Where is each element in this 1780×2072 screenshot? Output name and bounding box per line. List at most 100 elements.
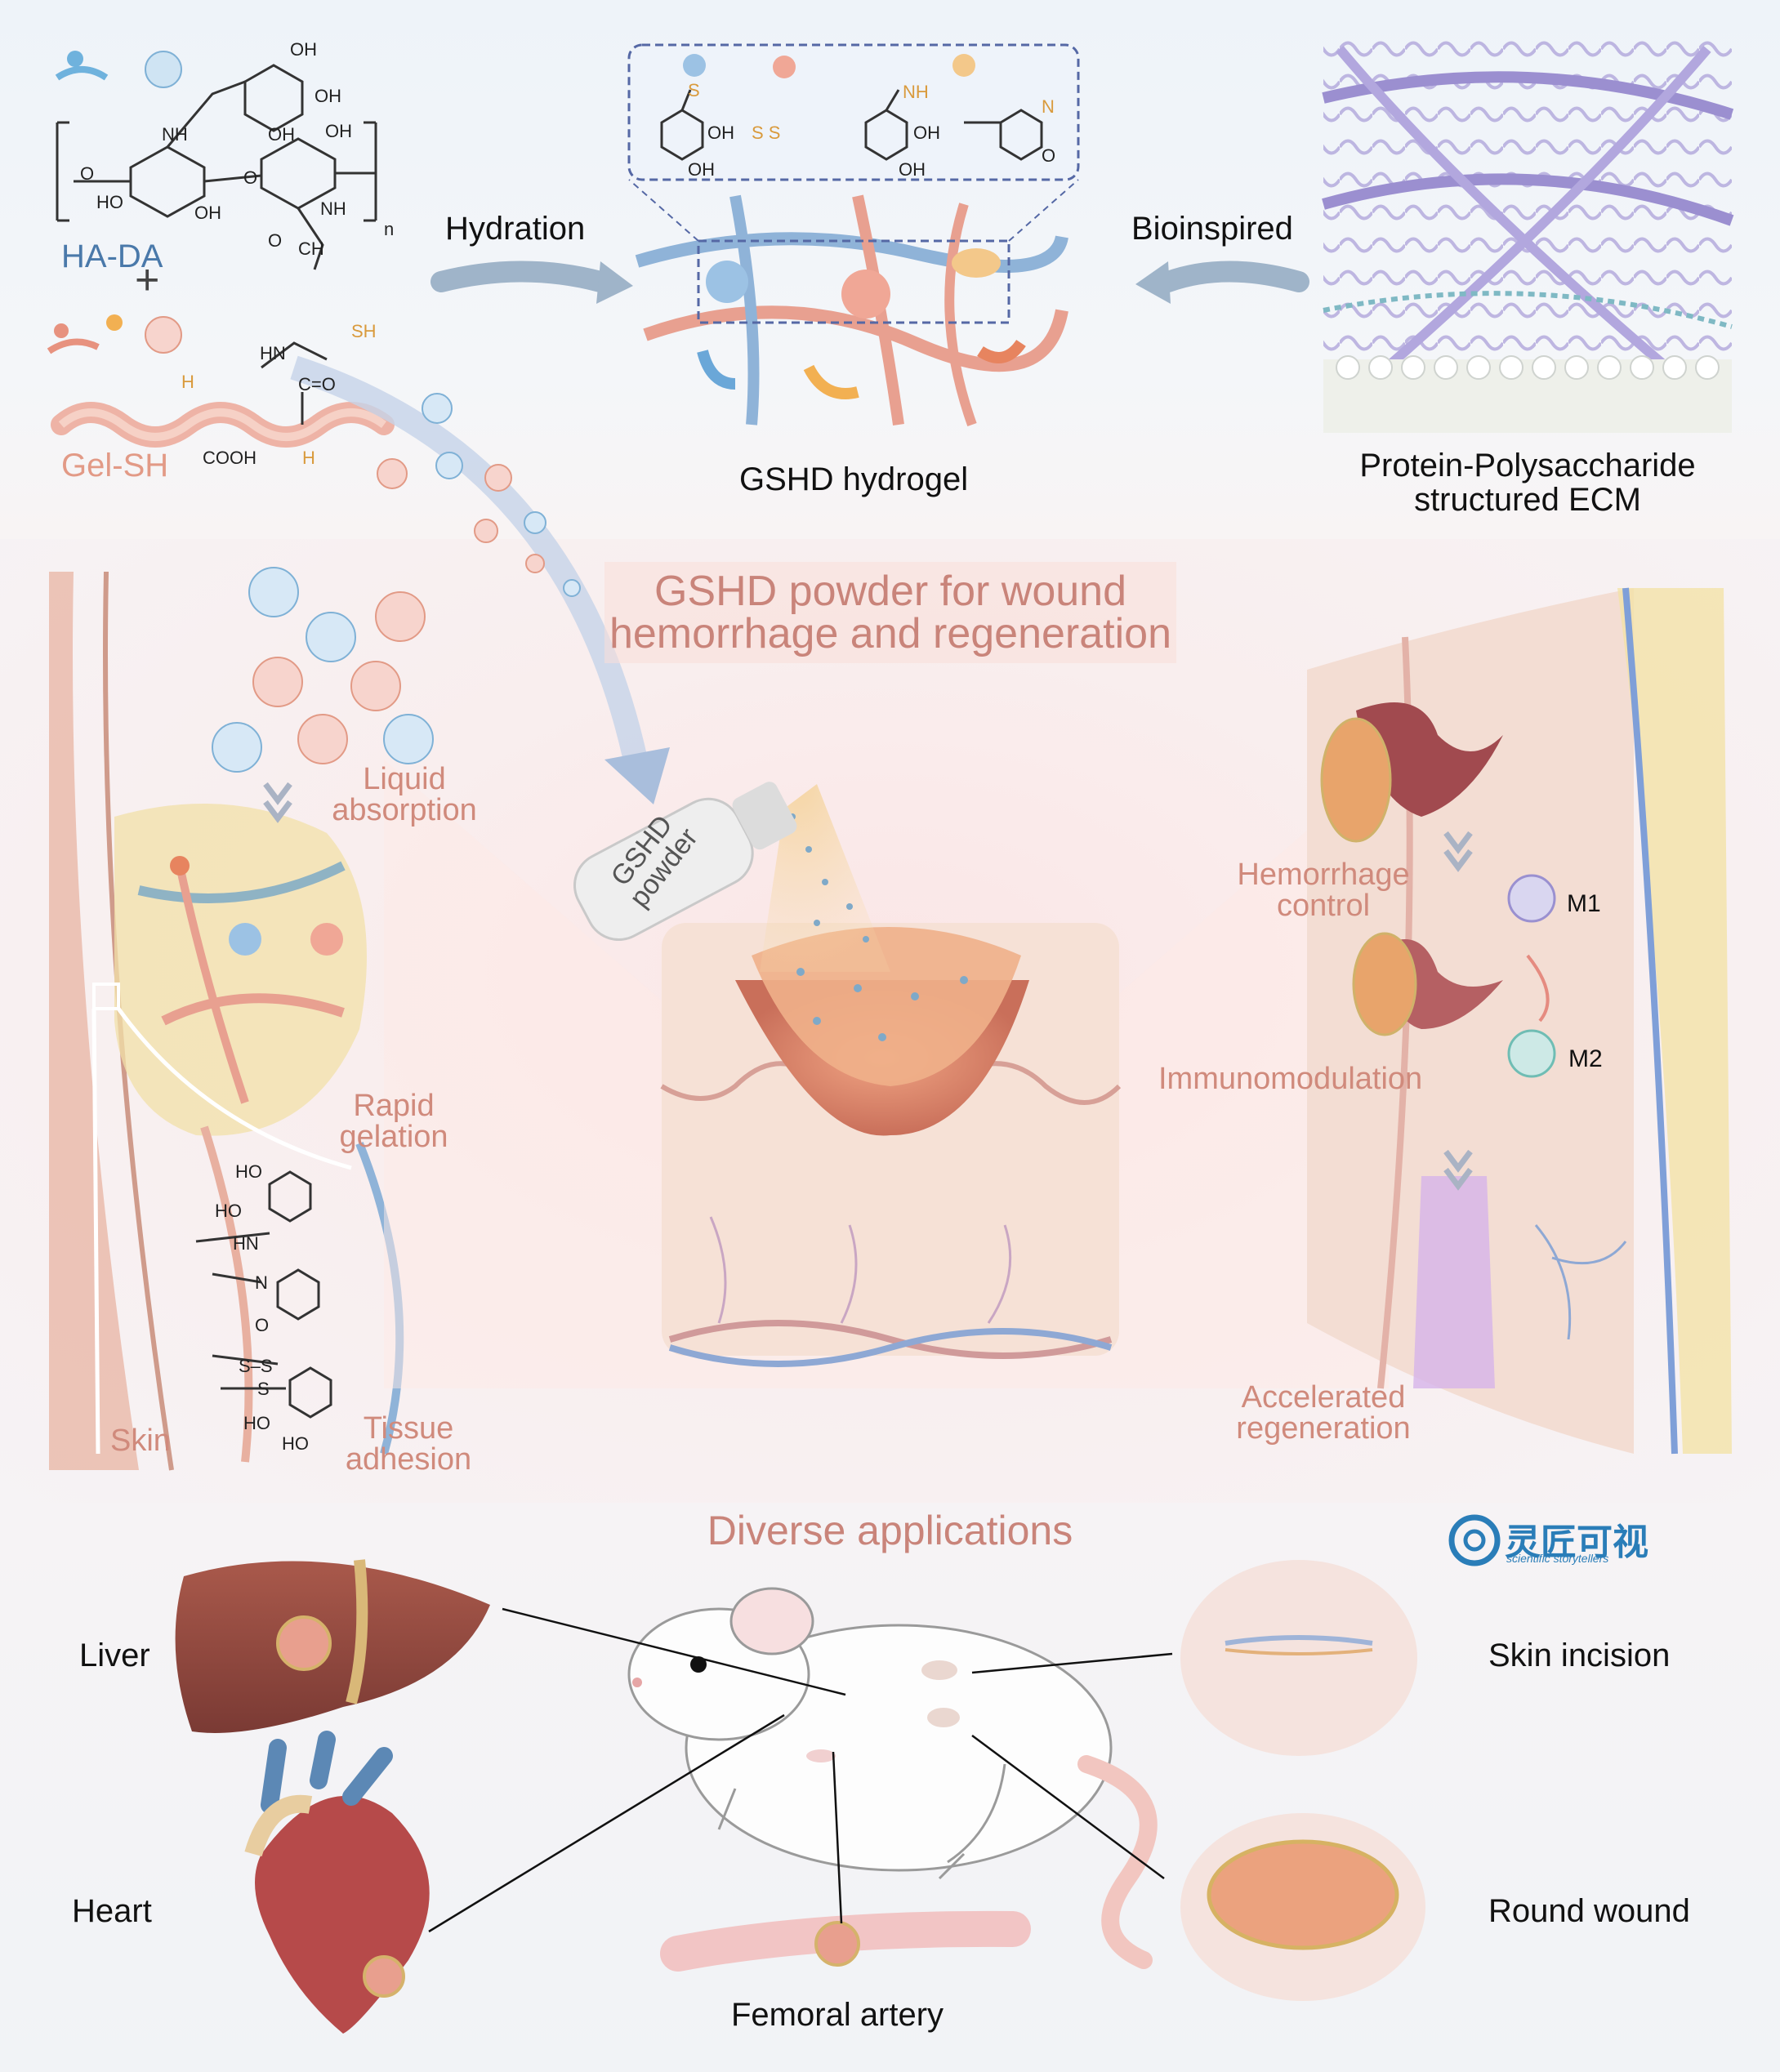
inset-s: S <box>688 80 700 100</box>
left-chem-ho-4: HO <box>282 1433 309 1454</box>
inset-nh: NH <box>903 82 929 102</box>
chem-oh-4: OH <box>325 121 352 141</box>
left-skin-panel <box>49 567 434 1471</box>
femoral-artery-label: Femoral artery <box>731 1997 944 2033</box>
ha-da-structure <box>56 64 377 270</box>
femoral-artery <box>660 1910 1031 1972</box>
left-chem-n: N <box>255 1272 268 1293</box>
right-tissue-panel <box>1307 587 1732 1455</box>
plus-sign: + <box>135 256 159 304</box>
tissue-adhesion-label: Tissue adhesion <box>339 1413 478 1475</box>
bioinspired-label: Bioinspired <box>1131 211 1293 247</box>
accel-line2: regeneration <box>1236 1411 1411 1446</box>
ha-da-icons <box>55 51 182 88</box>
center-wound-panel <box>384 760 1389 1388</box>
gel-sh-label: Gel-SH <box>61 448 169 483</box>
liquid-absorption-label: Liquid absorption <box>323 764 486 826</box>
chem-h2n-1: H <box>181 372 194 392</box>
accelerated-regeneration-label: Accelerated regeneration <box>1225 1382 1421 1444</box>
hydration-label: Hydration <box>445 211 586 247</box>
liquid-line2: absorption <box>332 793 477 827</box>
accel-line1: Accelerated <box>1241 1380 1406 1415</box>
chem-o-3: O <box>268 230 283 251</box>
chem-h2n-2: H <box>302 448 315 468</box>
immunomodulation-label: Immunomodulation <box>1158 1062 1423 1096</box>
left-chem-s: S <box>257 1379 270 1399</box>
middle-title-line1: GSHD powder for wound <box>654 568 1127 615</box>
chem-sh: SH <box>351 321 377 341</box>
leader-lines <box>428 1607 1173 1933</box>
m2-label: M2 <box>1568 1045 1603 1072</box>
rapid-line1: Rapid <box>353 1089 435 1123</box>
left-chem-ho-1: HO <box>235 1161 262 1182</box>
hemorrhage-control-label: Hemorrhage control <box>1225 859 1421 921</box>
powder-arrow <box>290 355 649 771</box>
chem-ho: HO <box>96 192 123 212</box>
round-wound-label: Round wound <box>1488 1893 1690 1929</box>
ecm-label-line1: Protein-Polysaccharide <box>1359 448 1696 483</box>
powder-arrow-head <box>604 747 670 804</box>
chem-oh-3: OH <box>268 124 295 145</box>
logo-subtitle: scientific storytellers <box>1506 1552 1609 1565</box>
rapid-gelation-label: Rapid gelation <box>328 1090 459 1152</box>
heart-illustration <box>244 1731 430 2034</box>
hydration-arrow-head <box>596 261 633 304</box>
left-chem-ss: S–S <box>239 1356 273 1376</box>
bioinspired-arrow-head <box>1135 261 1171 304</box>
chem-oh-5: OH <box>194 203 221 223</box>
chem-oh-1: OH <box>290 39 317 60</box>
chem-ch3: CH <box>298 238 324 259</box>
m1-label: M1 <box>1567 890 1601 917</box>
chem-o-1: O <box>80 163 95 184</box>
logo-mark <box>1448 1514 1501 1566</box>
logo-text: 灵匠可视 <box>1505 1522 1648 1562</box>
middle-title: GSHD powder for wound hemorrhage and reg… <box>604 562 1176 663</box>
rapid-line2: gelation <box>339 1120 448 1154</box>
chem-cooh: COOH <box>203 448 257 468</box>
bottom-title: Diverse applications <box>707 1508 1073 1553</box>
gel-sh-structure <box>47 314 395 448</box>
inset-o: O <box>1042 145 1056 166</box>
ecm-label-line2: structured ECM <box>1414 482 1641 518</box>
left-chem-ho-3: HO <box>243 1413 270 1433</box>
inset-oh-3: OH <box>913 123 940 143</box>
liver-illustration <box>175 1559 491 1733</box>
falling-particles <box>377 393 581 597</box>
left-chem-hn: HN <box>233 1233 259 1254</box>
ha-da-label: HA-DA <box>61 238 163 274</box>
inset-ss: S S <box>752 123 781 143</box>
chem-nh: NH <box>162 124 188 145</box>
chem-o-2: O <box>243 167 258 188</box>
round-wound-image <box>1180 1813 1425 2001</box>
tissue-line2: adhesion <box>345 1442 472 1477</box>
tissue-line1: Tissue <box>363 1411 454 1446</box>
inset-oh-2: OH <box>688 159 715 180</box>
mouse-illustration <box>627 1587 1158 1969</box>
middle-title-line2: hemorrhage and regeneration <box>609 610 1172 657</box>
bioinspired-arrow <box>1158 261 1309 292</box>
inset-oh-4: OH <box>899 159 926 180</box>
chem-nh-2: NH <box>320 198 346 219</box>
skin-label: Skin <box>110 1424 171 1458</box>
skin-incision-image <box>1180 1560 1417 1756</box>
skin-incision-label: Skin incision <box>1488 1638 1671 1673</box>
inset-icons <box>683 54 975 78</box>
inset-oh-1: OH <box>707 123 734 143</box>
liver-label: Liver <box>79 1638 150 1673</box>
chem-oh-2: OH <box>315 86 341 106</box>
ecm-illustration <box>1322 41 1734 433</box>
heart-label: Heart <box>72 1893 152 1929</box>
hydration-arrow <box>431 261 611 292</box>
liquid-line1: Liquid <box>363 762 446 796</box>
inset-chemistry <box>660 89 1043 161</box>
chem-n-subscript: n <box>384 219 395 239</box>
hemo-line2: control <box>1276 889 1371 923</box>
chem-c-eq-o: C=O <box>298 374 336 394</box>
gshd-hydrogel-network <box>627 43 1080 427</box>
gshd-hydrogel-label: GSHD hydrogel <box>739 461 969 497</box>
left-chem-o: O <box>255 1315 270 1335</box>
left-chem-ho-2: HO <box>215 1201 242 1221</box>
hemo-line1: Hemorrhage <box>1237 858 1410 892</box>
inset-n: N <box>1042 96 1055 117</box>
